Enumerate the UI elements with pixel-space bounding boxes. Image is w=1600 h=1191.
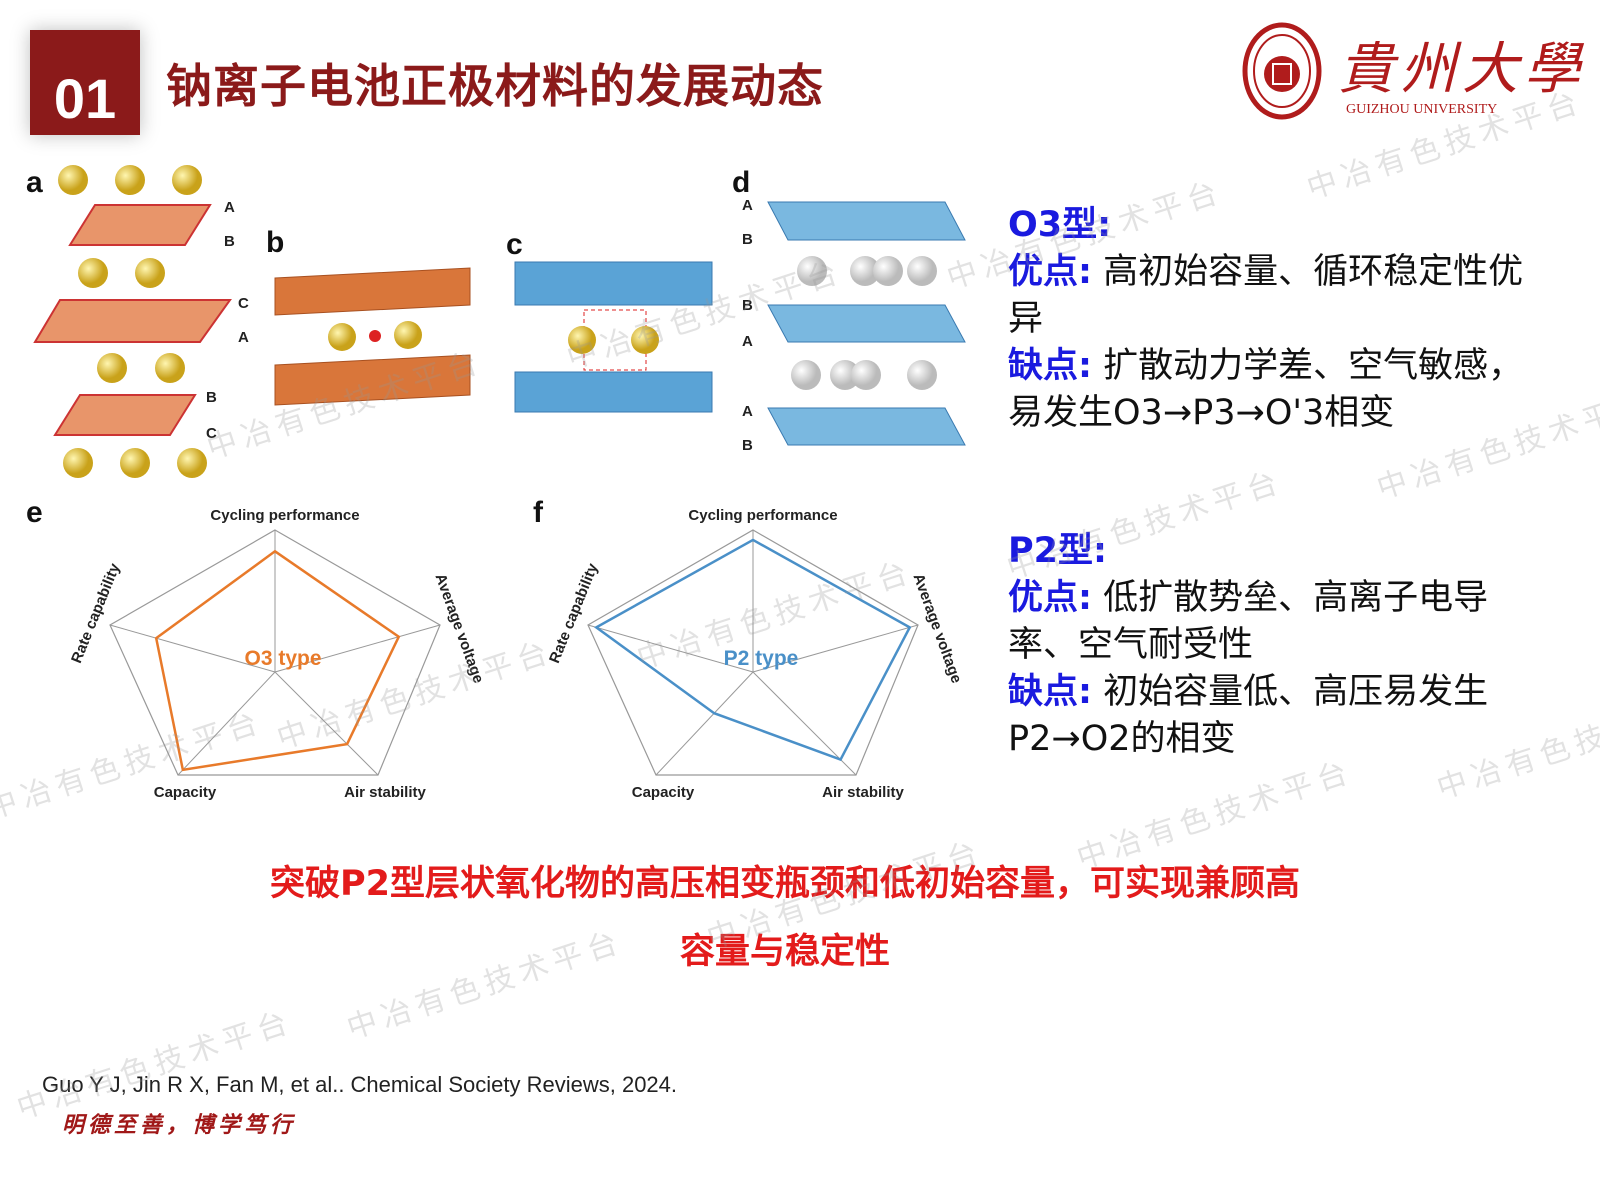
radar-axis-line — [109, 624, 276, 673]
panel-label-d: d — [732, 166, 750, 199]
layer-label: A — [742, 197, 753, 214]
o3-heading: O3型: — [1008, 205, 1112, 245]
o3-cons-text: 扩散动力学差、空气敏感，易发生O3→P3→O'3相变 — [1008, 346, 1524, 433]
crystal-structure-figure: a A B C A B C b c d A B B — [26, 165, 966, 478]
p2-pros-text: 低扩散势垒、高离子电导率、空气耐受性 — [1008, 578, 1489, 665]
o3-stack-diagram: A B C A B C — [33, 165, 249, 478]
radar-axis-label: Rate capability — [546, 560, 602, 665]
citation: Guo Y J, Jin R X, Fan M, et al.. Chemica… — [42, 1072, 678, 1097]
layer-label: C — [206, 425, 217, 442]
radar-axis-line — [274, 624, 441, 673]
radar-axis-label: Average voltage — [432, 571, 487, 685]
university-name-logo: 貴州大學 — [1338, 37, 1586, 102]
radar-axis-line — [274, 671, 379, 776]
layer-label: A — [238, 329, 249, 346]
university-motto: 明德至善，博学笃行 — [62, 1112, 297, 1138]
radar-axis-label: Rate capability — [68, 560, 124, 665]
radar-axis-line — [587, 624, 754, 673]
panel-label-b: b — [266, 226, 284, 259]
radar-axis-label: Capacity — [632, 784, 695, 801]
university-seal-logo — [1242, 22, 1322, 120]
radar-series-o3-type — [154, 549, 401, 772]
layer-label: B — [224, 233, 235, 250]
p2-cons-label: 缺点: — [1008, 672, 1092, 712]
radar-axis-label: Average voltage — [910, 571, 965, 685]
panel-label-f: f — [533, 496, 544, 529]
o3-octahedral-site-diagram — [274, 267, 471, 406]
layer-label: B — [742, 437, 753, 454]
panel-label-c: c — [506, 228, 523, 261]
conclusion-line-2: 容量与稳定性 — [679, 932, 890, 972]
radar-axis-line — [752, 624, 919, 673]
layer-label: B — [742, 297, 753, 314]
layer-label: B — [742, 231, 753, 248]
panel-label-a: a — [26, 166, 43, 199]
radar-axis-line — [177, 671, 276, 776]
p2-pros-label: 优点: — [1008, 578, 1092, 618]
layer-label: A — [742, 403, 753, 420]
radar-grid-outline — [587, 529, 919, 776]
radar-axis-label: Cycling performance — [688, 507, 837, 524]
p2-description: P2型: 优点: 低扩散势垒、高离子电导率、空气耐受性 缺点: 初始容量低、高压… — [1008, 528, 1528, 763]
p2-stack-diagram: A B B A A B — [742, 197, 966, 454]
layer-label: C — [238, 295, 249, 312]
radar-axis-label: Capacity — [154, 784, 217, 801]
o3-pros-label: 优点: — [1008, 252, 1092, 292]
p2-prismatic-site-diagram — [514, 261, 713, 413]
radar-title: P2 type — [724, 647, 799, 670]
radar-series-p2-type — [593, 538, 912, 762]
page-title: 钠离子电池正极材料的发展动态 — [166, 59, 824, 113]
o3-pros-text: 高初始容量、循环稳定性优异 — [1008, 252, 1524, 339]
conclusion-line-1: 突破P2型层状氧化物的高压相变瓶颈和低初始容量，可实现兼顾高 — [269, 864, 1300, 904]
section-number-badge: 01 — [30, 30, 140, 135]
p2-cons-text: 初始容量低、高压易发生P2→O2的相变 — [1008, 672, 1489, 759]
o3-description: O3型: 优点: 高初始容量、循环稳定性优异 缺点: 扩散动力学差、空气敏感，易… — [1008, 202, 1528, 437]
layer-label: A — [224, 199, 235, 216]
radar-axis-line — [655, 671, 754, 776]
radar-grid-outline — [109, 529, 441, 776]
radar-axis-label: Air stability — [344, 784, 426, 801]
layer-label: B — [206, 389, 217, 406]
panel-label-e: e — [26, 496, 43, 529]
p2-heading: P2型: — [1008, 531, 1108, 571]
radar-axis-label: Cycling performance — [210, 507, 359, 524]
o3-cons-label: 缺点: — [1008, 346, 1092, 386]
section-number: 01 — [53, 67, 117, 130]
layer-label: A — [742, 333, 753, 350]
radar-axis-label: Air stability — [822, 784, 904, 801]
university-name-english: GUIZHOU UNIVERSITY — [1346, 102, 1498, 117]
radar-title: O3 type — [244, 647, 321, 670]
